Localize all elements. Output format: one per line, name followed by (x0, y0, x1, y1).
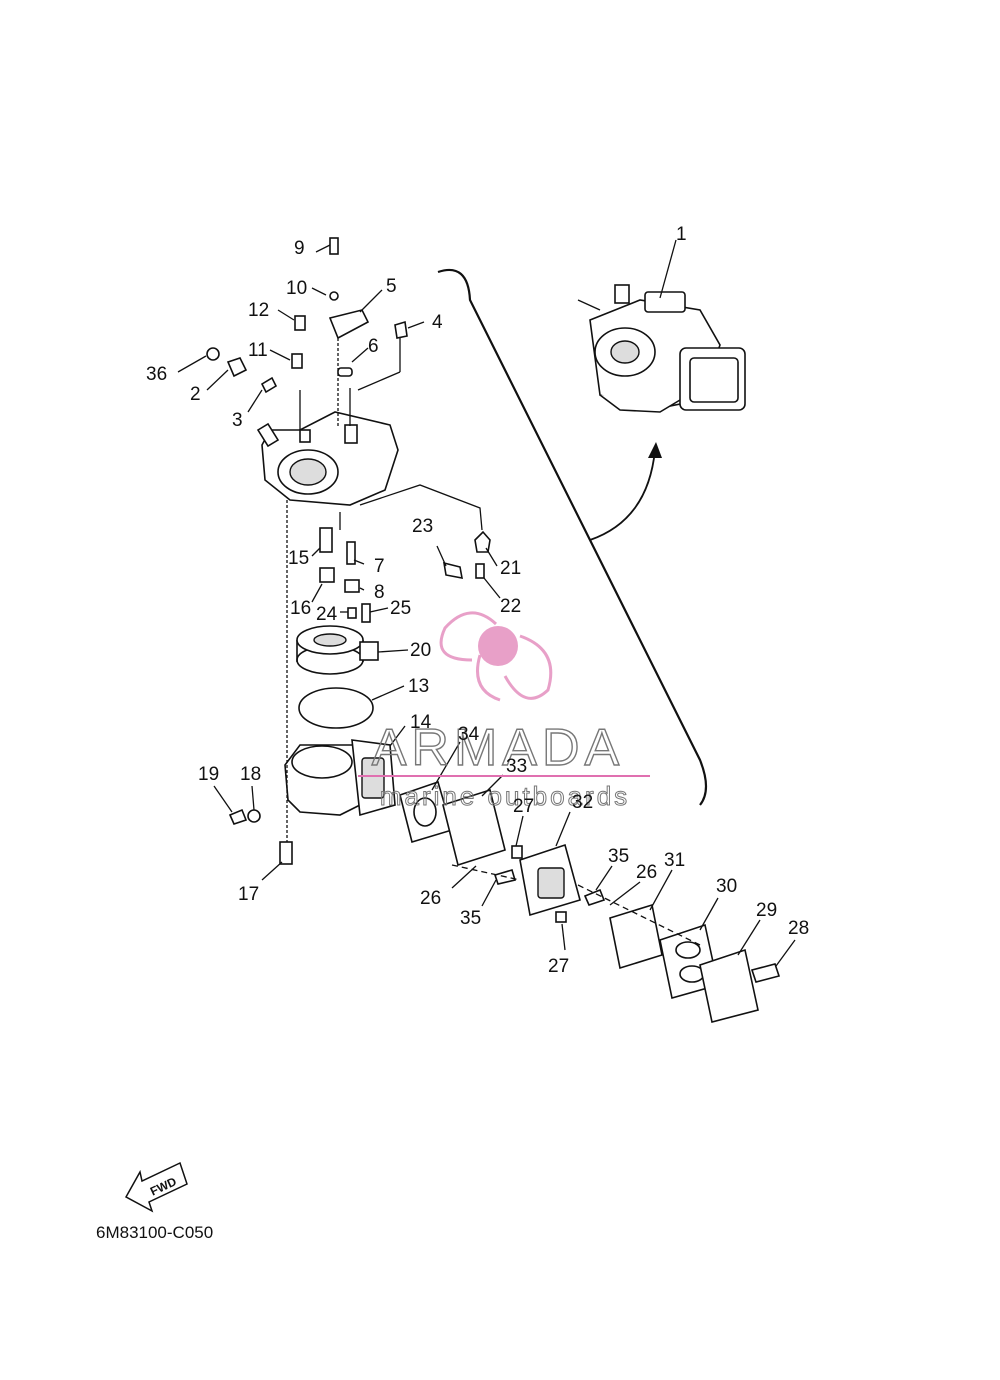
carburetor-body-illustration (256, 411, 399, 506)
part-label-9: 9 (294, 238, 305, 259)
part-label-26b: 26 (636, 862, 657, 883)
propeller-logo (439, 611, 553, 702)
part-label-8: 8 (374, 582, 385, 603)
leader-lines (177, 239, 796, 967)
part-label-36: 36 (146, 364, 167, 385)
part-label-23: 23 (412, 516, 433, 537)
part-label-5: 5 (386, 276, 397, 297)
part-label-3: 3 (232, 410, 243, 431)
part-label-6: 6 (368, 336, 379, 357)
float-chamber-illustration (284, 739, 396, 817)
watermark-brand: ARMADA (372, 719, 624, 777)
part-label-11: 11 (248, 340, 268, 361)
part-label-16: 16 (290, 598, 311, 619)
part-label-13: 13 (408, 676, 429, 697)
assembly-arrow-curve (589, 449, 656, 541)
part-label-31: 31 (664, 850, 685, 871)
guide-lines (286, 338, 701, 946)
part-label-2: 2 (190, 384, 201, 405)
part-label-24: 24 (316, 604, 338, 625)
part-label-33: 33 (506, 756, 527, 777)
part-label-10: 10 (286, 278, 307, 299)
part-label-32: 32 (572, 792, 593, 813)
part-label-27a: 27 (513, 796, 534, 817)
part-label-20: 20 (410, 640, 431, 661)
float-gasket-illustration (298, 687, 374, 729)
part-label-27b: 27 (548, 956, 569, 977)
part-label-25: 25 (390, 598, 411, 619)
part-label-21: 21 (500, 558, 521, 579)
carburetor-assembly-illustration (577, 284, 746, 413)
part-label-26a: 26 (420, 888, 441, 909)
assembly-arrow-head (648, 442, 662, 458)
part-label-30: 30 (716, 876, 737, 897)
armada-watermark: ARMADA marine outboards (358, 611, 650, 812)
fwd-arrow: FWD (124, 1161, 188, 1213)
part-label-15: 15 (288, 548, 309, 569)
part-label-4: 4 (432, 312, 443, 333)
part-label-35a: 35 (608, 846, 629, 867)
intake-plates-illustration (399, 780, 781, 1023)
part-label-35b: 35 (460, 908, 481, 929)
assembly-bracket (437, 268, 708, 806)
part-label-29: 29 (756, 900, 777, 921)
small-parts-illustration (206, 237, 491, 865)
part-label-1: 1 (676, 224, 687, 245)
part-label-7: 7 (374, 556, 385, 577)
part-label-22: 22 (500, 596, 521, 617)
diagram-code: 6M83100-C050 (96, 1223, 213, 1242)
part-label-19: 19 (198, 764, 219, 785)
float-illustration (296, 625, 379, 675)
part-label-28: 28 (788, 918, 809, 939)
part-labels: 1 2 3 4 5 6 7 8 9 10 11 12 13 14 15 16 1… (146, 224, 809, 977)
watermark-tagline: marine outboards (380, 781, 630, 811)
part-label-12: 12 (248, 300, 269, 321)
part-label-17: 17 (238, 884, 259, 905)
part-label-34: 34 (458, 724, 480, 745)
part-label-18: 18 (240, 764, 261, 785)
part-label-14: 14 (410, 712, 432, 733)
